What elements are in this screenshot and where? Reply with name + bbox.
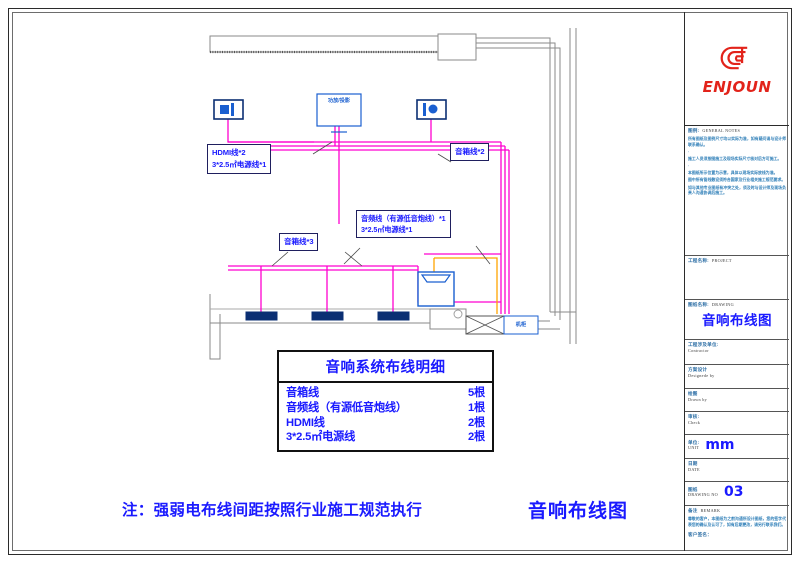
sheet-inner-border — [12, 12, 788, 551]
drawing-no-label-en: DRAWING NO — [688, 492, 718, 498]
title-block: ENJOUN 图例: GENERAL NOTES 所有图纸及图例尺寸均以实际为准… — [684, 12, 789, 551]
floor-plan-drawing: HDMI线*2 3*2.5㎡电源线*1 音箱线*2 音箱线*3 音频线（有源低音… — [14, 14, 682, 549]
schedule-item-qty: 2根 — [467, 416, 485, 429]
check-label-en: Check — [688, 419, 701, 425]
remark-body: 尊敬的客户，本图纸为之前沟通所设计图纸，您的签字代表您的确认及认可了，如有后期更… — [688, 516, 786, 527]
schedule-title: 音响系统布线明细 — [279, 352, 492, 383]
unit-label-cn: 单位: — [688, 439, 700, 445]
speaker-3-callout-line-1: 音箱线*3 — [284, 237, 314, 246]
table-row: 3*2.5㎡电源线 2根 — [286, 430, 485, 445]
schedule-item-qty: 5根 — [467, 387, 485, 399]
date-cell: 日期 DATE — [685, 459, 789, 482]
hdmi-power-callout-line-2: 3*2.5㎡电源线*1 — [212, 159, 267, 169]
contractor-label-cn: 工程涉及单位: — [688, 342, 719, 347]
general-notes-body: 所有图纸及图例尺寸均以实际为准，如有疑问请与设计师联系确认。 · 施工人员须按图… — [688, 136, 786, 196]
schedule-item-name: 3*2.5㎡电源线 — [286, 431, 356, 444]
device-center-unit — [316, 93, 362, 133]
general-notes-label-en: GENERAL NOTES — [702, 128, 741, 133]
note-bullet: · — [688, 148, 690, 154]
drawing-name-cell: 图纸名称: DRAWING 音响布线图 — [685, 300, 789, 340]
designed-by-label-cn: 方案设计 — [688, 367, 708, 372]
designed-by-label-en: Designede by — [688, 372, 715, 378]
contractor-cell: 工程涉及单位: Contractor — [685, 340, 789, 365]
schedule-item-name: 音频线（有源低音炮线） — [286, 401, 407, 414]
bottom-note: 注：强弱电布线间距按照行业施工规范执行 — [122, 502, 423, 519]
contractor-label-en: Contractor — [688, 347, 709, 353]
remark-label-en: REMARK — [700, 508, 721, 513]
schedule-item-name: 音箱线 — [286, 387, 319, 399]
unit-value: mm — [705, 437, 735, 453]
unit-label-en: UNIT — [688, 445, 700, 451]
audio-power-callout: 音频线（有源低音炮线）*1 3*2.5㎡电源线*1 — [356, 210, 451, 239]
hdmi-power-callout: HDMI线*2 3*2.5㎡电源线*1 — [207, 144, 272, 174]
wiring-schedule-table: 音响系统布线明细 音箱线 5根 音频线（有源低音炮线） 1根 HDMI线 2根 … — [277, 350, 494, 453]
sheet-outer-border — [8, 8, 792, 555]
project-label-en: PROJECT — [711, 258, 732, 263]
date-label-en: DATE — [688, 466, 700, 472]
drawing-no-cell: 图纸 DRAWING NO 03 — [685, 482, 789, 506]
speaker-2-callout-line-1: 音箱线*2 — [455, 147, 485, 156]
cabinet-label: 机柜 — [515, 322, 527, 328]
check-cell: 审核: Check — [685, 412, 789, 435]
floor-plan-svg — [209, 28, 577, 360]
remark-cell: 备注 REMARK 尊敬的客户，本图纸为之前沟通所设计图纸，您的签字代表您的确认… — [685, 506, 789, 563]
drawing-label-cn: 图纸名称: — [688, 302, 709, 307]
hdmi-power-callout-line-1: HDMI线*2 — [212, 148, 246, 157]
general-notes-cell: 图例: GENERAL NOTES 所有图纸及图例尺寸均以实际为准，如有疑问请与… — [685, 126, 789, 256]
remark-label-cn: 备注 — [688, 508, 698, 513]
general-notes-label-cn: 图例: — [688, 128, 700, 133]
speaker-2-callout: 音箱线*2 — [450, 143, 490, 161]
device-floor-speakers — [245, 311, 410, 321]
general-note-line: 所有图纸及图例尺寸均以实际为准，如有疑问请与设计师联系确认。 — [688, 136, 786, 147]
audio-power-callout-line-2: 3*2.5㎡电源线*1 — [361, 225, 413, 235]
enjoun-logo-icon — [720, 46, 748, 70]
designed-by-cell: 方案设计 Designede by — [685, 365, 789, 389]
note-bullet: · — [688, 163, 690, 169]
speaker-3-callout: 音箱线*3 — [279, 233, 319, 251]
callout-leaders — [271, 141, 491, 267]
unit-cell: 单位: UNIT mm — [685, 435, 789, 459]
table-row: HDMI线 2根 — [286, 416, 485, 431]
audio-power-callout-line-1: 音频线（有源低音炮线）*1 — [361, 214, 446, 223]
project-label-cn: 工程名称: — [688, 258, 709, 263]
schedule-item-qty: 2根 — [467, 431, 485, 444]
device-right-display — [416, 99, 447, 120]
bottom-drawing-title: 音响布线图 — [528, 501, 629, 522]
center-unit-label: 功放/投影 — [327, 98, 351, 104]
remark-line: 尊敬的客户，本图纸为之前沟通所设计图纸，您的签字代表您的确认及认可了，如有后期更… — [688, 516, 786, 527]
drawn-by-cell: 绘图 Drawn by — [685, 389, 789, 412]
drawing-no-value: 03 — [724, 484, 744, 500]
drawing-label-en: DRAWING — [711, 302, 734, 307]
general-note-line: 本图纸所示位置为示意，具体以现场实际放线为准。 — [688, 170, 778, 176]
general-note-line: 图中所有管线敷设须符合国家及行业相关施工规范要求。 — [688, 177, 786, 183]
company-name: ENJOUN — [702, 78, 772, 96]
project-cell: 工程名称: PROJECT — [685, 256, 789, 300]
date-label-cn: 日期 — [688, 461, 698, 466]
general-note-line: 如与其他专业图纸有冲突之处，须及时与设计师及现场负责人沟通协调后施工。 — [688, 184, 786, 196]
check-label-cn: 审核: — [688, 414, 700, 419]
table-row: 音箱线 5根 — [286, 386, 485, 401]
power-cables — [433, 257, 498, 314]
table-row: 音频线（有源低音炮线） 1根 — [286, 401, 485, 416]
device-equipment-cabinet — [453, 309, 539, 335]
customer-signature-label: 客户签名： — [688, 532, 712, 538]
drawing-name-value: 音响布线图 — [702, 313, 772, 328]
device-subwoofer — [417, 271, 455, 307]
drawing-no-label-cn: 图纸 — [688, 486, 698, 492]
drawn-by-label-en: Drawn by — [688, 396, 708, 402]
drawn-by-label-cn: 绘图 — [688, 391, 698, 396]
general-note-line: 施工人员须按图施工及现场实际尺寸核对后方可施工。 — [688, 155, 782, 161]
device-left-display — [213, 99, 244, 120]
schedule-rows: 音箱线 5根 音频线（有源低音炮线） 1根 HDMI线 2根 3*2.5㎡电源线… — [279, 383, 492, 450]
schedule-item-qty: 1根 — [467, 401, 485, 414]
schedule-item-name: HDMI线 — [286, 416, 325, 429]
company-logo: ENJOUN — [685, 12, 789, 126]
